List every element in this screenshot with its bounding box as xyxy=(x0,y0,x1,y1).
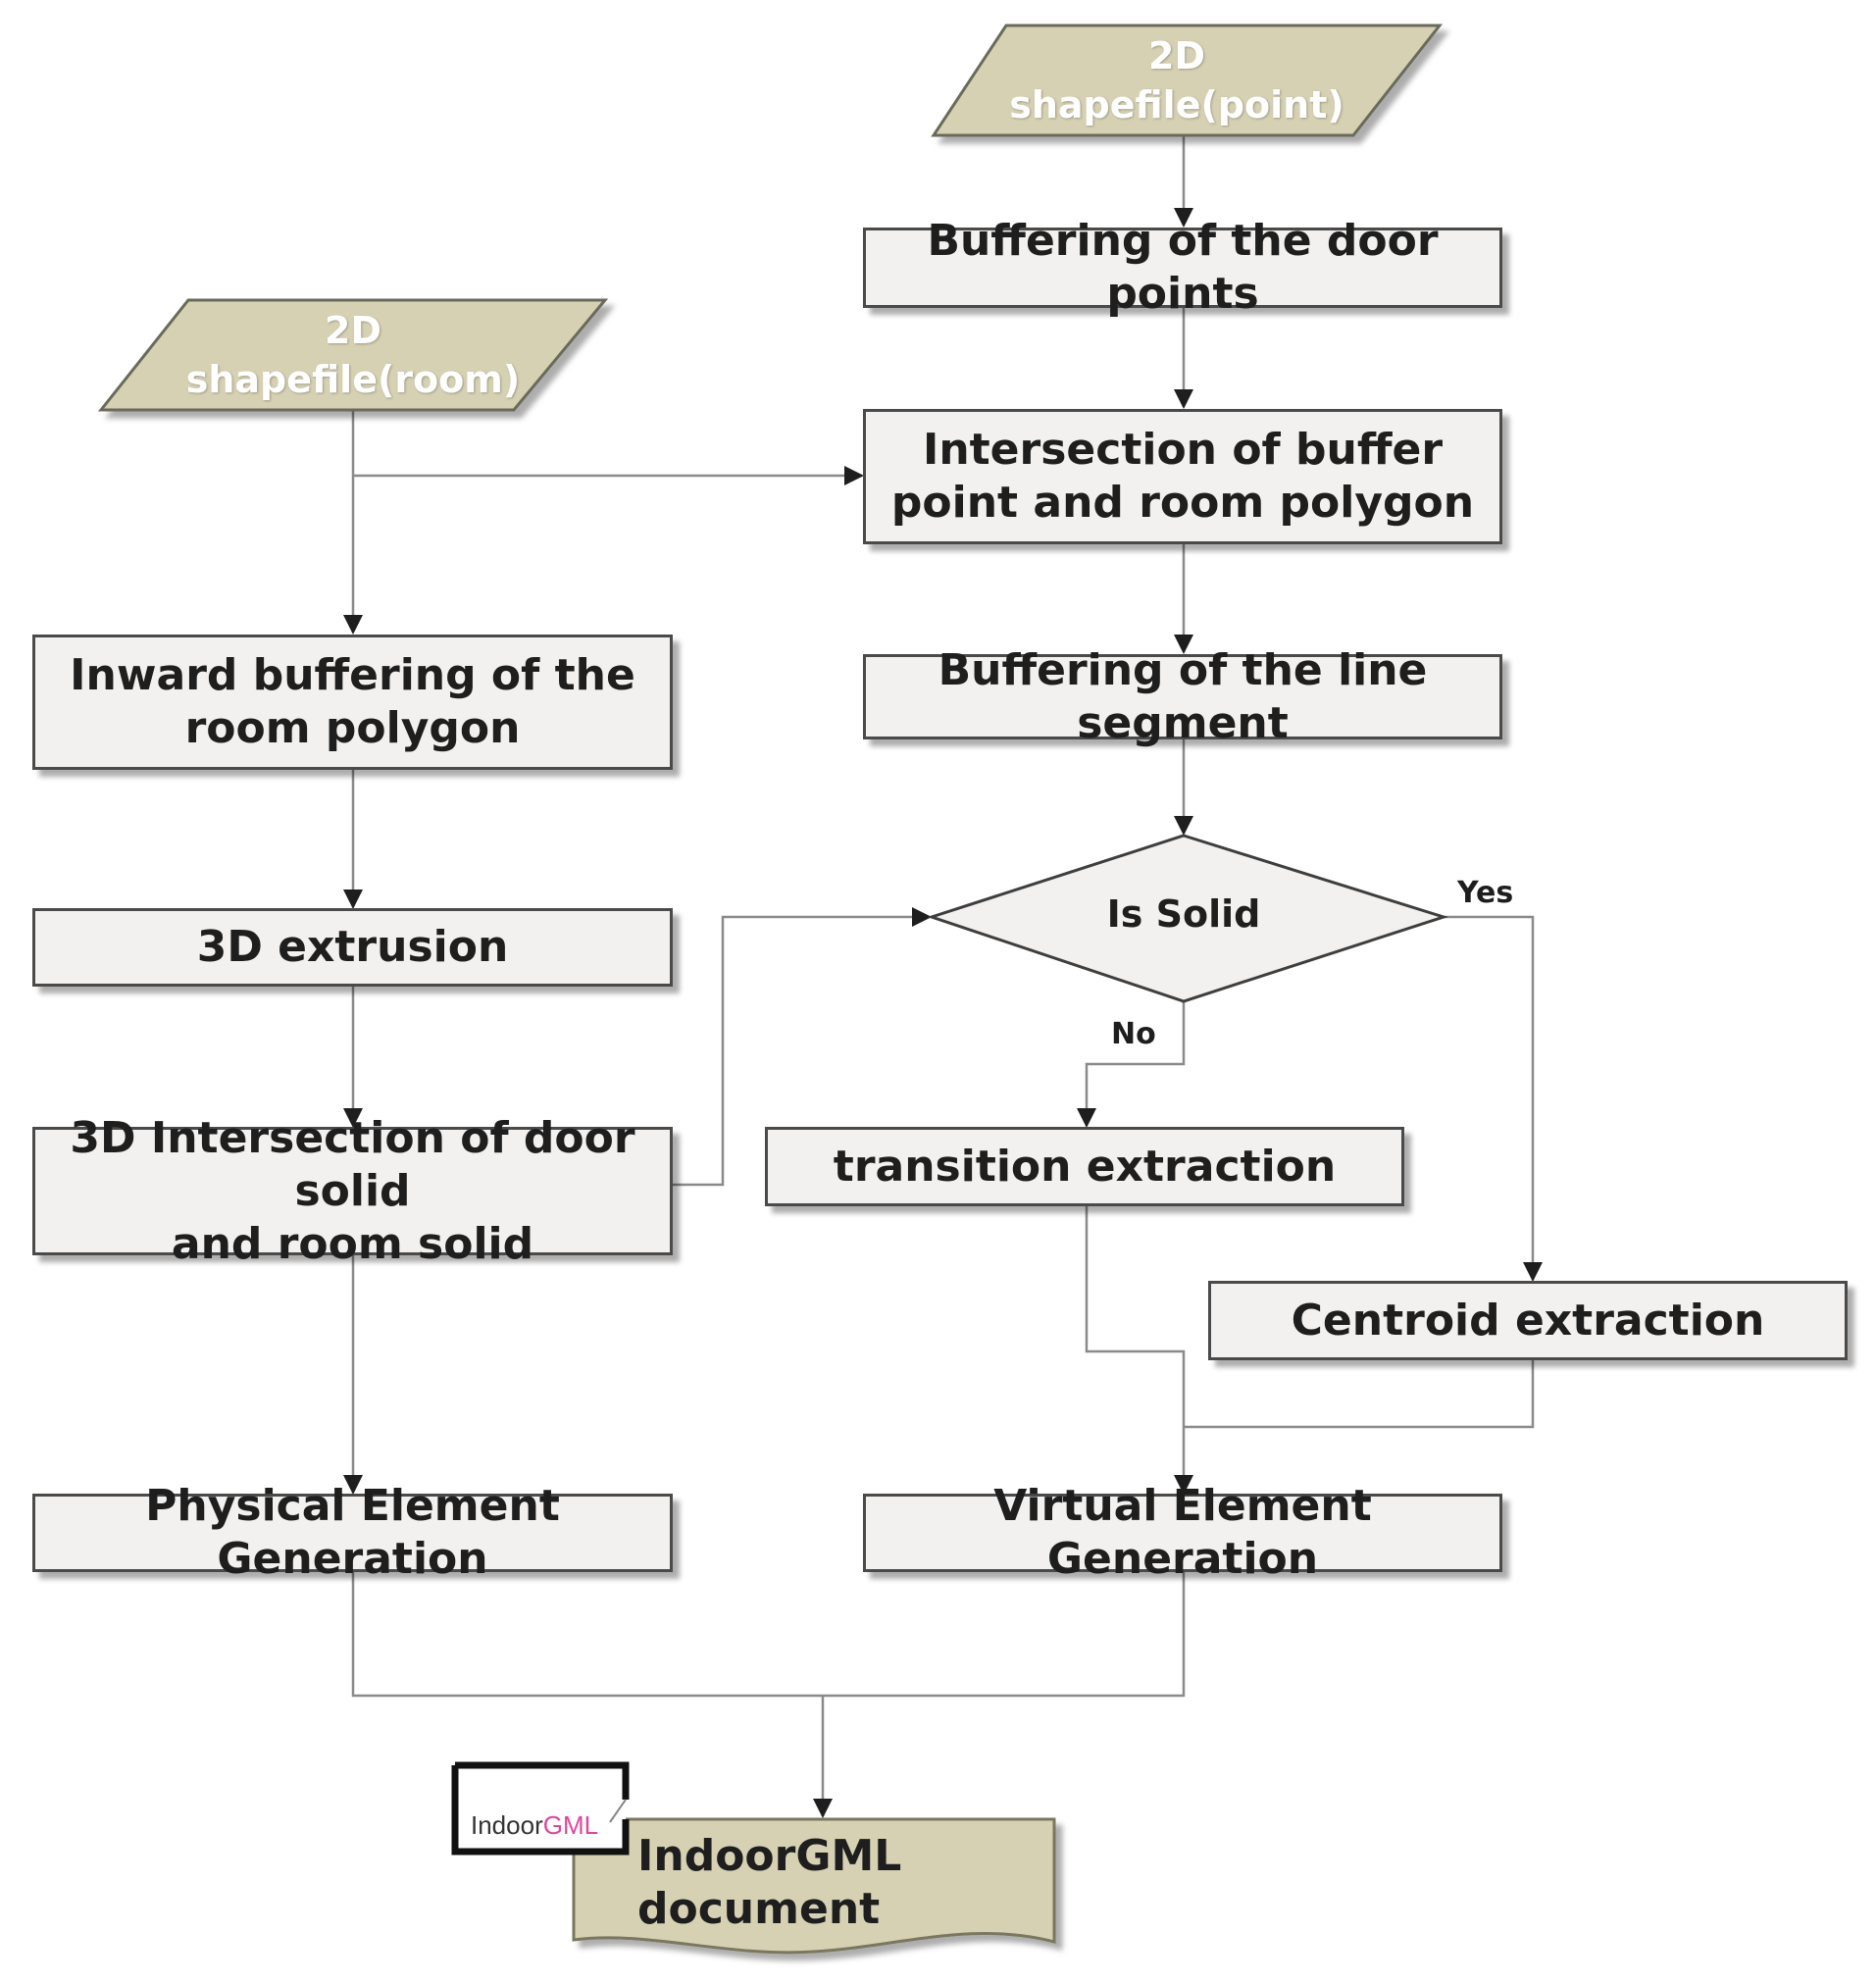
doc-line2: document xyxy=(637,1884,881,1934)
intersection-line1: Intersection of buffer xyxy=(922,425,1444,475)
edge-centroid-to-virtual xyxy=(1184,1360,1535,1429)
physical-element-generation-box: Physical Element Generation xyxy=(32,1481,673,1584)
decision-no-label: No xyxy=(1111,1017,1156,1051)
centroid-extraction-label: Centroid extraction xyxy=(1291,1295,1765,1346)
output-document-label: IndoorGML document xyxy=(637,1830,901,1936)
indoorgml-logo xyxy=(451,1761,630,1856)
input-point-line1: 2D xyxy=(1148,34,1205,77)
virtual-element-generation-box: Virtual Element Generation xyxy=(863,1481,1502,1584)
edge-intersection3d-to-decision xyxy=(673,907,932,1187)
input-room-label: 2D shapefile(room) xyxy=(137,306,569,404)
input-room-line1: 2D xyxy=(325,309,381,352)
logo-prefix: Indoor xyxy=(471,1810,543,1840)
edge-virtual-to-output xyxy=(823,1572,1186,1698)
decision-is-solid-shape xyxy=(927,834,1448,1003)
edge-transition-to-virtual xyxy=(1085,1206,1193,1495)
decision-yes-label: Yes xyxy=(1457,876,1514,910)
transition-extraction-box: transition extraction xyxy=(765,1127,1404,1206)
buffer-line-segment-box: Buffering of the line segment xyxy=(863,645,1502,748)
edge-decision-yes xyxy=(1444,915,1543,1282)
inward-buffering-box: Inward buffering of the room polygon xyxy=(32,635,673,770)
centroid-extraction-box: Centroid extraction xyxy=(1208,1281,1848,1360)
inward-line1: Inward buffering of the xyxy=(70,650,635,700)
physical-element-generation-label: Physical Element Generation xyxy=(145,1481,560,1584)
indoorgml-logo-text: IndoorGML xyxy=(471,1810,598,1841)
edge-physical-to-output xyxy=(351,1572,823,1698)
edge-decision-no xyxy=(1077,1001,1186,1128)
intersection3d-box: 3D Intersection of door solid and room s… xyxy=(32,1113,673,1269)
buffer-line-segment-label: Buffering of the line segment xyxy=(938,644,1428,748)
buffer-door-points-label: Buffering of the door points xyxy=(927,216,1439,319)
intersection3d-line1: 3D Intersection of door solid xyxy=(70,1112,635,1216)
transition-extraction-label: transition extraction xyxy=(833,1141,1337,1192)
input-point-label: 2D shapefile(point) xyxy=(961,31,1393,129)
virtual-element-generation-label: Virtual Element Generation xyxy=(993,1481,1372,1584)
input-point-shape xyxy=(931,24,1444,137)
output-document-shape xyxy=(572,1817,1056,1955)
input-point-line2: shapefile(point) xyxy=(1009,83,1344,127)
intersection-buffer-room-box: Intersection of buffer point and room po… xyxy=(863,409,1502,544)
doc-line1: IndoorGML xyxy=(637,1831,902,1881)
logo-accent: GML xyxy=(542,1810,599,1840)
intersection3d-line2: and room solid xyxy=(171,1218,534,1269)
extrusion-box: 3D extrusion xyxy=(32,908,673,987)
input-room-shape xyxy=(97,298,609,412)
inward-line2: room polygon xyxy=(184,703,521,753)
input-room-line2: shapefile(room) xyxy=(185,358,521,401)
intersection-line2: point and room polygon xyxy=(890,478,1475,528)
decision-is-solid-label: Is Solid xyxy=(1106,892,1261,936)
buffer-door-points-box: Buffering of the door points xyxy=(863,216,1502,319)
extrusion-label: 3D extrusion xyxy=(196,922,509,972)
